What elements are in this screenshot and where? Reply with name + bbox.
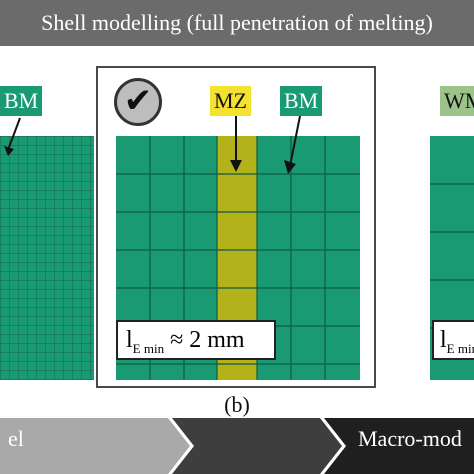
chevron-left (0, 418, 190, 474)
process-chevron-bar (0, 418, 474, 474)
left-mesh-grid (0, 136, 94, 380)
element-size-formula: lE min ≈ 2 mm (116, 320, 276, 360)
header-title: Shell modelling (full penetration of mel… (41, 10, 433, 35)
bm-arrow-icon (284, 116, 301, 174)
panel-caption: (b) (224, 392, 250, 417)
right-element-size-formula: lE min (432, 320, 474, 360)
left-arrow-icon (4, 117, 21, 156)
center-bm-label: BM (280, 86, 323, 116)
header-banner: Shell modelling (full penetration of mel… (0, 0, 474, 46)
wm-label: WM (440, 86, 474, 116)
process-right-label: Macro-mod (358, 426, 462, 451)
mz-label: MZ (210, 86, 251, 116)
chevron-middle (172, 418, 342, 474)
mz-arrow-icon (230, 116, 242, 172)
left-bm-label: BM (0, 86, 43, 116)
chevron-right (324, 418, 474, 474)
left-mesh (0, 136, 94, 380)
checkmark-icon: ✔ (114, 78, 162, 126)
process-left-label: el (8, 426, 24, 451)
